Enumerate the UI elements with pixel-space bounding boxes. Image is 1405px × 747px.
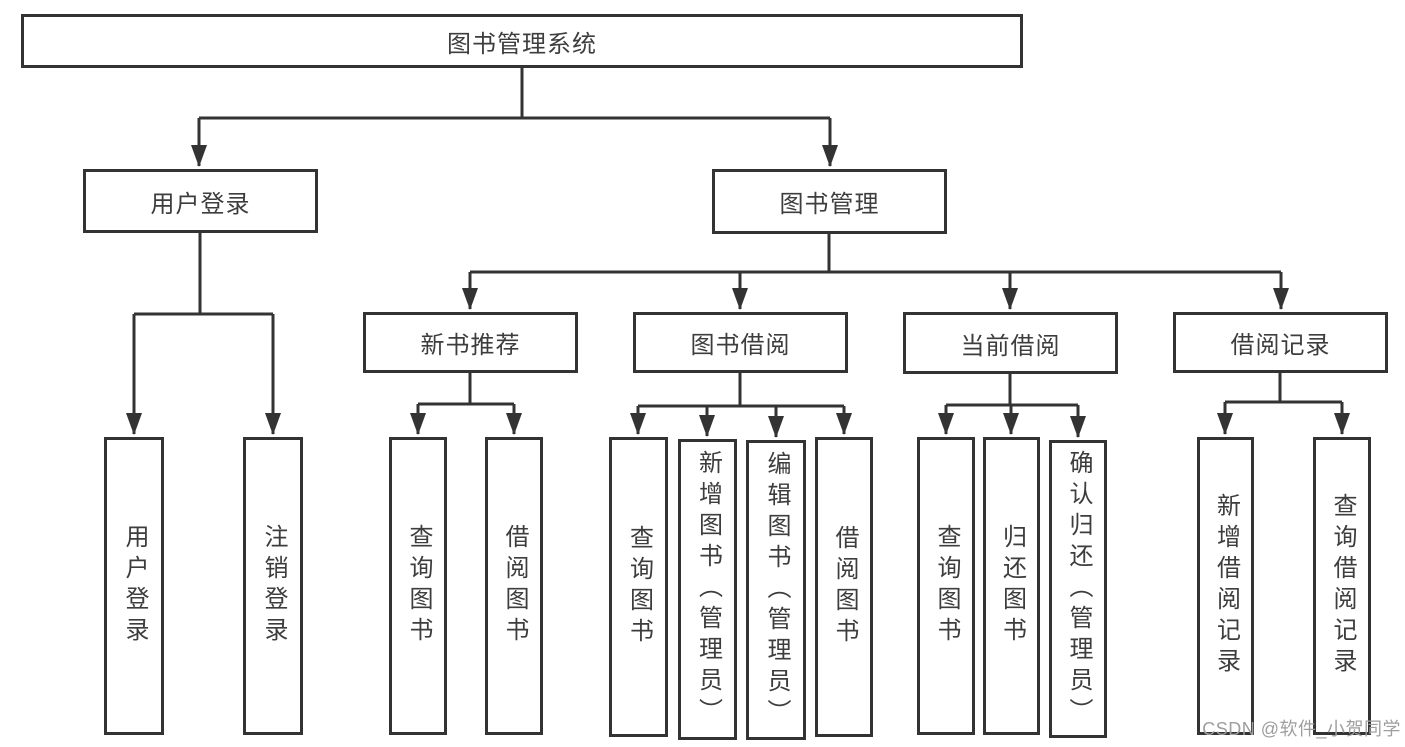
leaf-newbook-borrow-books: 借阅图书 — [485, 437, 543, 735]
leaf-borrowing-borrow-books: 借阅图书 — [815, 437, 873, 737]
node-system-root: 图书管理系统 — [21, 14, 1023, 68]
csdn-watermark: CSDN @软件_小贺同学 — [1202, 719, 1401, 739]
leaf-borrowing-edit-books-admin: 编辑图书（管理员） — [746, 440, 806, 740]
node-new-book-recommend: 新书推荐 — [363, 312, 578, 373]
leaf-current-query-books: 查询图书 — [917, 437, 975, 735]
leaf-record-query: 查询借阅记录 — [1313, 437, 1371, 735]
leaf-current-return-books: 归还图书 — [983, 437, 1040, 735]
node-book-management: 图书管理 — [712, 169, 947, 234]
leaf-record-add: 新增借阅记录 — [1197, 437, 1254, 735]
leaf-borrowing-add-books-admin: 新增图书（管理员） — [678, 439, 737, 740]
node-book-borrowing: 图书借阅 — [633, 312, 848, 373]
leaf-logout: 注销登录 — [243, 437, 303, 735]
node-borrowing-records: 借阅记录 — [1173, 312, 1388, 373]
node-current-borrowing: 当前借阅 — [903, 312, 1118, 374]
leaf-user-login: 用户登录 — [104, 437, 164, 735]
leaf-current-confirm-return-admin: 确认归还（管理员） — [1049, 440, 1107, 738]
node-user-login: 用户登录 — [83, 169, 318, 233]
leaf-borrowing-query-books: 查询图书 — [609, 437, 668, 737]
leaf-newbook-query-books: 查询图书 — [389, 437, 447, 735]
